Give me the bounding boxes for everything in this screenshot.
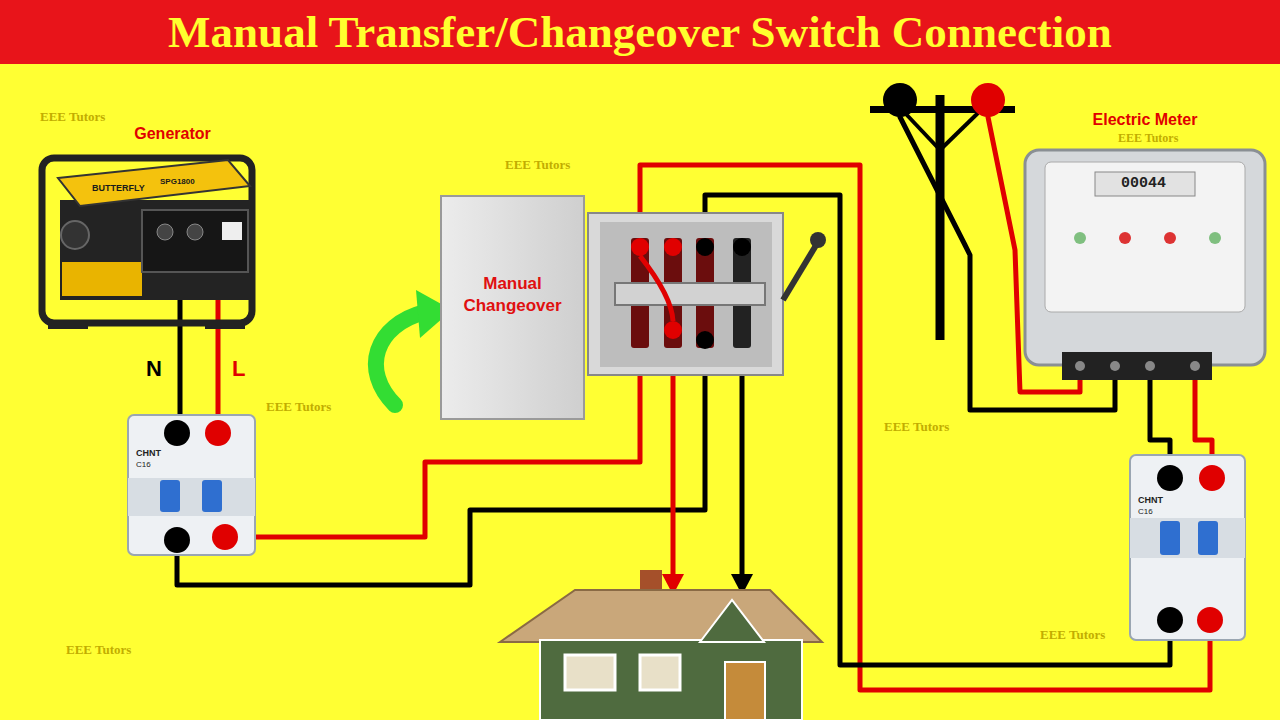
changeover-panel <box>733 238 751 256</box>
changeover-panel <box>696 331 714 349</box>
breaker-symbol <box>212 524 238 550</box>
house-picture <box>540 640 802 720</box>
meter-picture <box>1190 361 1200 371</box>
utility-pole <box>883 83 917 117</box>
brand-name: CHNT <box>1138 495 1163 505</box>
meter-picture <box>1164 232 1176 244</box>
generator-picture <box>62 262 142 296</box>
changeover-panel <box>615 283 765 305</box>
house-picture <box>640 655 680 690</box>
meter-picture <box>1062 352 1212 380</box>
changeover-panel <box>664 238 682 256</box>
breaker-symbol <box>1130 455 1245 640</box>
changeover-door: Manual Changeover <box>440 195 585 420</box>
meter-picture <box>1119 232 1131 244</box>
house-picture <box>725 662 765 720</box>
breaker-symbol <box>164 420 190 446</box>
wire-label: L <box>232 356 245 381</box>
meter-picture <box>1045 162 1245 312</box>
pointer-arrow <box>376 312 425 405</box>
meter-picture <box>1145 361 1155 371</box>
breaker-symbol <box>1199 465 1225 491</box>
breaker-symbol <box>1157 607 1183 633</box>
changeover-panel <box>783 242 818 300</box>
meter-picture <box>1209 232 1221 244</box>
generator-picture <box>60 200 250 300</box>
breaker-symbol <box>1130 455 1245 640</box>
changeover-panel <box>588 213 826 375</box>
watermark: EEE Tutors <box>266 400 331 415</box>
breaker-symbol <box>1197 607 1223 633</box>
utility-pole <box>936 95 945 340</box>
model-number: SPG1800 <box>160 177 195 186</box>
node-heading: Electric Meter <box>1025 110 1265 130</box>
changeover-panel <box>664 321 682 339</box>
changeover-panel <box>640 256 673 321</box>
breaker-symbol <box>202 480 222 512</box>
watermark: EEE Tutors <box>40 110 105 125</box>
changeover-panel <box>588 213 783 375</box>
breaker-symbol <box>164 527 190 553</box>
title-text: Manual Transfer/Changeover Switch Connec… <box>0 0 1280 64</box>
generator-picture <box>187 224 203 240</box>
utility-pole <box>940 113 978 150</box>
meter-picture <box>1095 172 1195 196</box>
utility-pole <box>870 83 1015 340</box>
generator-picture <box>58 160 250 206</box>
changeover-panel <box>810 232 826 248</box>
utility-pole <box>971 83 1005 117</box>
breaker-symbol <box>128 415 255 555</box>
breaker-symbol <box>205 420 231 446</box>
generator-picture <box>142 210 248 272</box>
changeover-panel <box>631 238 649 256</box>
generator-picture <box>205 320 245 329</box>
meter-reading: 00044 <box>1121 175 1166 192</box>
breaker-symbol <box>1160 521 1180 555</box>
brand-name: CHNT <box>136 448 161 458</box>
generator-picture <box>157 224 173 240</box>
generator-picture <box>48 320 88 329</box>
meter-picture <box>1075 361 1085 371</box>
title-bar <box>0 0 1280 64</box>
generator-picture <box>42 158 252 329</box>
changeover-panel <box>696 238 714 256</box>
watermark: EEE Tutors <box>66 643 131 658</box>
meter-picture <box>1025 150 1265 365</box>
generator-unit: Generator <box>60 124 285 336</box>
brand-name: BUTTERFLY <box>92 183 145 193</box>
wire-label: N <box>146 356 162 381</box>
meter-picture <box>1025 150 1265 380</box>
rating-text: C16 <box>136 460 151 469</box>
node-heading: Manual Changeover <box>448 273 577 317</box>
watermark: EEE Tutors <box>1118 132 1178 146</box>
generator-picture <box>222 222 242 240</box>
breaker-symbol <box>1157 465 1183 491</box>
meter-picture <box>1110 361 1120 371</box>
generator-picture <box>42 158 252 323</box>
utility-pole <box>905 113 940 150</box>
watermark: EEE Tutors <box>884 420 949 435</box>
watermark: EEE Tutors <box>1040 628 1105 643</box>
changeover-panel <box>600 222 772 367</box>
rating-text: C16 <box>1138 507 1153 516</box>
meter-picture <box>1074 232 1086 244</box>
breaker-symbol <box>160 480 180 512</box>
house-picture <box>500 590 822 642</box>
generator-picture <box>61 221 89 249</box>
watermark: EEE Tutors <box>505 158 570 173</box>
breaker-symbol <box>128 478 255 516</box>
wiring <box>216 292 221 433</box>
breaker-symbol <box>1130 518 1245 558</box>
electric-meter: Electric Meter <box>1025 110 1265 390</box>
house-picture <box>700 600 764 642</box>
node-heading: Generator <box>60 124 285 144</box>
house-picture <box>565 655 615 690</box>
house-picture <box>500 570 822 720</box>
breaker-symbol <box>128 415 255 555</box>
wiring <box>671 350 676 578</box>
breaker-symbol <box>1198 521 1218 555</box>
